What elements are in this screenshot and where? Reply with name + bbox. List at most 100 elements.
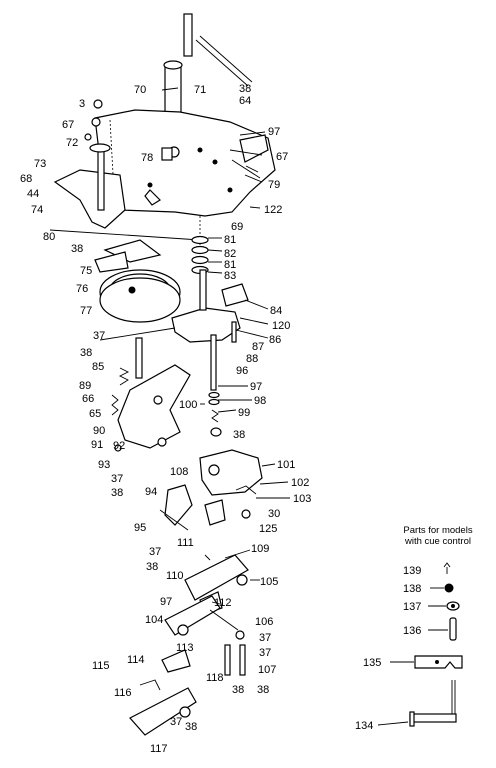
bottom-assembly — [129, 644, 246, 736]
callout: 71 — [194, 84, 206, 96]
callout: 67 — [276, 151, 288, 163]
top-spindle-assembly — [163, 13, 253, 119]
callout: 77 — [80, 305, 92, 317]
callout: 117 — [150, 743, 168, 755]
callout: 92 — [113, 440, 125, 452]
legend-number: 134 — [355, 720, 373, 732]
callout: 112 — [214, 597, 232, 609]
callout: 95 — [134, 522, 146, 534]
callout: 120 — [272, 320, 290, 332]
callout: 97 — [160, 596, 172, 608]
callout: 37 — [170, 716, 182, 728]
legend-number: 139 — [403, 565, 421, 577]
callout: 122 — [264, 204, 282, 216]
callout: 76 — [76, 283, 88, 295]
callout: 73 — [34, 158, 46, 170]
legend-title-line1: Parts for models — [403, 525, 473, 536]
callout: 37 — [259, 647, 271, 659]
callout: 118 — [206, 672, 224, 684]
callout: 89 — [79, 380, 91, 392]
callout: 113 — [176, 642, 194, 654]
callout: 99 — [238, 407, 250, 419]
callout: 100 — [179, 399, 197, 411]
callout: 78 — [141, 152, 153, 164]
callout: 85 — [92, 361, 104, 373]
legend-parts — [409, 562, 463, 727]
mid-lever-plate — [114, 364, 191, 452]
callout: 80 — [43, 231, 55, 243]
callout: 108 — [170, 466, 188, 478]
callout: 86 — [269, 334, 281, 346]
legend-numbers: 139 138 137 136 135 134 — [355, 565, 421, 732]
callout: 72 — [66, 137, 78, 149]
callout: 38 — [257, 684, 269, 696]
callout: 106 — [255, 616, 273, 628]
callout: 105 — [260, 576, 278, 588]
legend-number: 138 — [403, 583, 421, 595]
callout: 44 — [27, 188, 39, 200]
legend-number: 136 — [403, 625, 421, 637]
callout: 103 — [293, 493, 311, 505]
leader-lines — [161, 87, 448, 726]
callout: 87 — [252, 341, 264, 353]
legend-title: Parts for models with cue control — [378, 525, 496, 547]
callout: 37 — [93, 330, 105, 342]
callout: 97 — [250, 381, 262, 393]
callout: 38 — [146, 561, 158, 573]
callout: 79 — [268, 179, 280, 191]
callout: 3 — [79, 98, 85, 110]
callout: 109 — [251, 543, 269, 555]
callout: 30 — [268, 508, 280, 520]
callout: 38 — [111, 487, 123, 499]
callout: 93 — [98, 459, 110, 471]
cam-plate — [199, 449, 263, 519]
callout: 111 — [177, 537, 194, 549]
callout: 97 — [268, 126, 280, 138]
callout: 102 — [291, 477, 309, 489]
callout: 37 — [111, 473, 123, 485]
callout: 81 — [224, 234, 236, 246]
callout: 90 — [93, 425, 105, 437]
drive-wheel — [94, 239, 181, 323]
callout: 65 — [89, 408, 101, 420]
callout: 104 — [145, 614, 163, 626]
slide-bar — [164, 595, 245, 640]
callout: 96 — [236, 365, 248, 377]
callout: 38 — [71, 243, 83, 255]
callout: 67 — [62, 119, 74, 131]
callout: 94 — [145, 486, 157, 498]
callout: 37 — [149, 546, 161, 558]
main-mounting-plate — [94, 109, 276, 245]
callout: 83 — [224, 270, 236, 282]
callout: 125 — [259, 523, 277, 535]
callout: 66 — [82, 393, 94, 405]
right-bracket — [231, 134, 269, 179]
callout: 74 — [31, 204, 43, 216]
legend-title-line2: with cue control — [404, 536, 471, 547]
callout: 38 — [233, 429, 245, 441]
callout: 115 — [92, 660, 110, 672]
callout: 84 — [270, 305, 282, 317]
callout: 107 — [258, 664, 276, 676]
callout: 82 — [224, 248, 236, 260]
callout: 38 — [185, 721, 197, 733]
callout: 101 — [277, 459, 295, 471]
callout: 75 — [80, 265, 92, 277]
left-arm-assembly — [49, 99, 201, 241]
center-plate — [171, 269, 249, 343]
callout: 38 — [232, 684, 244, 696]
washer-stack — [191, 235, 209, 275]
callout: 70 — [134, 84, 146, 96]
callout-labels: 3 67 72 73 68 44 74 70 71 38 64 97 78 67… — [20, 83, 311, 755]
callout: 110 — [166, 570, 184, 582]
callout: 38 — [80, 347, 92, 359]
legend-number: 137 — [403, 601, 421, 613]
left-shaft-and-springs — [99, 327, 176, 416]
center-rod — [208, 334, 222, 437]
lever-94 — [159, 484, 226, 531]
callout: 81 — [224, 259, 236, 271]
callout: 88 — [246, 353, 258, 365]
legend-number: 135 — [363, 657, 381, 669]
callout: 114 — [127, 654, 145, 666]
